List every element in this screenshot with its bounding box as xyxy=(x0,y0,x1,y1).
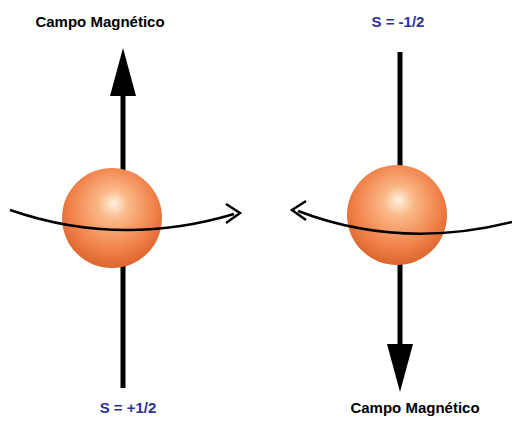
rotation-arrow xyxy=(298,211,512,234)
field-label: Campo Magnético xyxy=(350,399,479,417)
rotation-arrow-head xyxy=(226,204,240,223)
electron-sphere xyxy=(347,165,447,265)
rotation-arrow xyxy=(10,210,234,230)
field-arrow-head xyxy=(387,344,413,392)
electron-sphere xyxy=(62,168,162,268)
field-arrow-head xyxy=(110,48,136,96)
rotation-arrow-head xyxy=(292,201,306,220)
field-label: Campo Magnético xyxy=(35,13,164,31)
spin-label: S = +1/2 xyxy=(100,399,157,417)
spin-label: S = -1/2 xyxy=(372,13,425,31)
